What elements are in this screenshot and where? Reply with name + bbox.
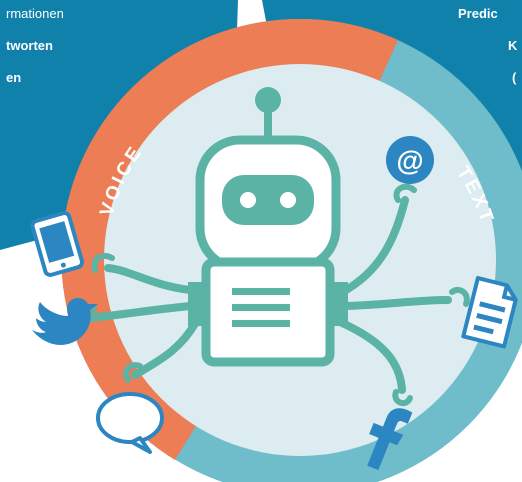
right-panel-line-3: (: [512, 70, 517, 85]
right-panel-line-2: K: [508, 38, 518, 53]
speech-bubble-icon: [96, 392, 164, 454]
twitter-bird-icon: [32, 298, 98, 345]
robot-eye-right: [280, 192, 296, 208]
left-panel-line-1: rmationen: [6, 6, 64, 21]
robot-arms: [86, 196, 452, 394]
robot-eye-left: [240, 192, 256, 208]
at-sign-icon: @: [386, 136, 434, 184]
phone-icon: [30, 210, 85, 277]
arm-grippers: [76, 183, 470, 407]
robot-visor: [222, 175, 314, 225]
left-panel-line-2: tworten: [6, 38, 53, 53]
robot-head: [195, 135, 341, 273]
robot-antenna: [255, 87, 281, 140]
at-sign-glyph: @: [396, 145, 423, 176]
right-panel-line-1: Predic: [458, 6, 498, 21]
robot-body: [188, 257, 348, 367]
facebook-icon: [367, 408, 413, 471]
left-panel-line-3: en: [6, 70, 21, 85]
document-icon: [461, 276, 518, 349]
